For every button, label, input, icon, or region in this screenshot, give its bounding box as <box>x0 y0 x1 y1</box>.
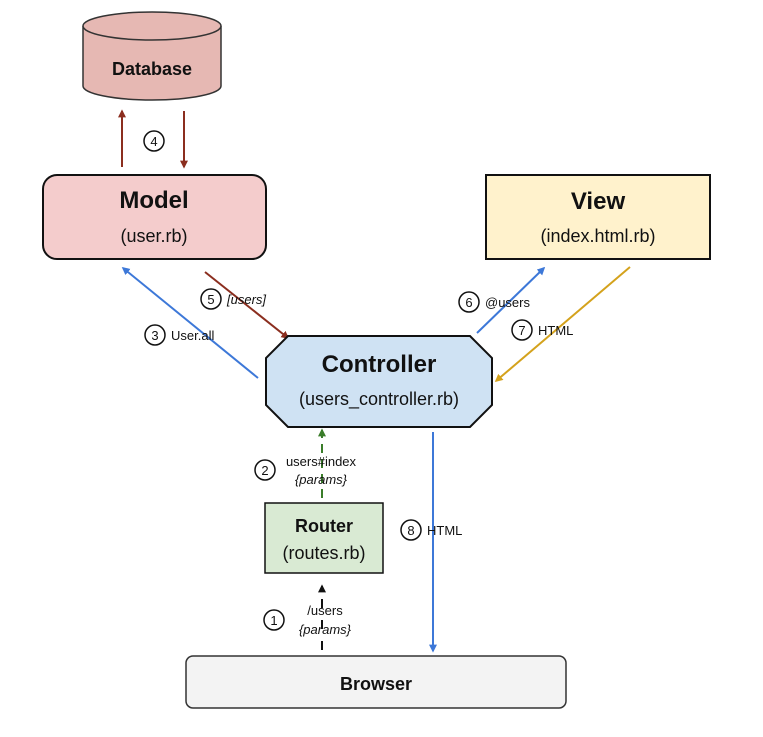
database-node: Database <box>82 11 222 101</box>
step-4-circle <box>143 130 165 152</box>
browser-title: Browser <box>340 674 412 694</box>
step-7-circle <box>511 319 533 341</box>
model-title: Model <box>119 187 188 214</box>
view-node: View (index.html.rb) <box>485 174 711 260</box>
step-8: 8 HTML <box>400 519 462 541</box>
step-8-circle <box>400 519 422 541</box>
controller-node: Controller (users_controller.rb) <box>265 335 493 428</box>
step-2: 2 users#index {params} <box>254 454 357 487</box>
view-title: View <box>571 188 626 215</box>
step-1-label: /users <box>307 603 343 618</box>
step-6: 6 @users <box>458 291 530 313</box>
browser-box <box>185 655 567 709</box>
step-5-number: 5 <box>207 292 214 307</box>
controller-file: (users_controller.rb) <box>299 389 459 410</box>
step-6-number: 6 <box>465 295 472 310</box>
router-node: Router (routes.rb) <box>264 502 384 574</box>
step-3-number: 3 <box>151 328 158 343</box>
step-2-params: {params} <box>295 472 348 487</box>
step-5-circle <box>200 288 222 310</box>
model-file: (user.rb) <box>120 226 187 246</box>
model-box <box>42 174 267 260</box>
step-6-circle <box>458 291 480 313</box>
router-title: Router <box>295 516 353 536</box>
step-7: 7 HTML <box>511 319 573 341</box>
step-7-number: 7 <box>518 323 525 338</box>
step-4-number: 4 <box>150 134 157 149</box>
step-1-circle <box>263 609 285 631</box>
step-2-number: 2 <box>261 463 268 478</box>
step-4: 4 <box>143 130 165 152</box>
controller-title: Controller <box>322 351 437 378</box>
arrows <box>118 109 631 653</box>
controller-octagon <box>265 335 493 428</box>
step-1-params: {params} <box>299 622 352 637</box>
view-box <box>485 174 711 260</box>
arrow-controller-to-view <box>476 266 546 334</box>
step-5-label: [users] <box>226 292 266 307</box>
database-title: Database <box>112 59 192 79</box>
step-2-circle <box>254 459 276 481</box>
view-file: (index.html.rb) <box>540 226 655 246</box>
router-file: (routes.rb) <box>282 543 365 563</box>
step-1: 1 /users {params} <box>263 603 352 637</box>
arrow-controller-to-model <box>121 266 259 379</box>
router-box <box>264 502 384 574</box>
step-1-number: 1 <box>270 613 277 628</box>
step-5: 5 [users] <box>200 288 266 310</box>
arrow-model-to-controller <box>204 271 290 339</box>
database-cylinder <box>82 26 222 101</box>
model-node: Model (user.rb) <box>42 174 267 260</box>
step-8-label: HTML <box>427 523 462 538</box>
arrow-view-to-controller <box>494 266 631 383</box>
step-8-number: 8 <box>407 523 414 538</box>
step-3-circle <box>144 324 166 346</box>
database-cylinder-top <box>82 11 222 41</box>
step-3-label: User.all <box>171 328 214 343</box>
step-3: 3 User.all <box>144 324 214 346</box>
step-2-label: users#index <box>286 454 357 469</box>
browser-node: Browser <box>185 655 567 709</box>
step-6-label: @users <box>485 295 530 310</box>
step-7-label: HTML <box>538 323 573 338</box>
